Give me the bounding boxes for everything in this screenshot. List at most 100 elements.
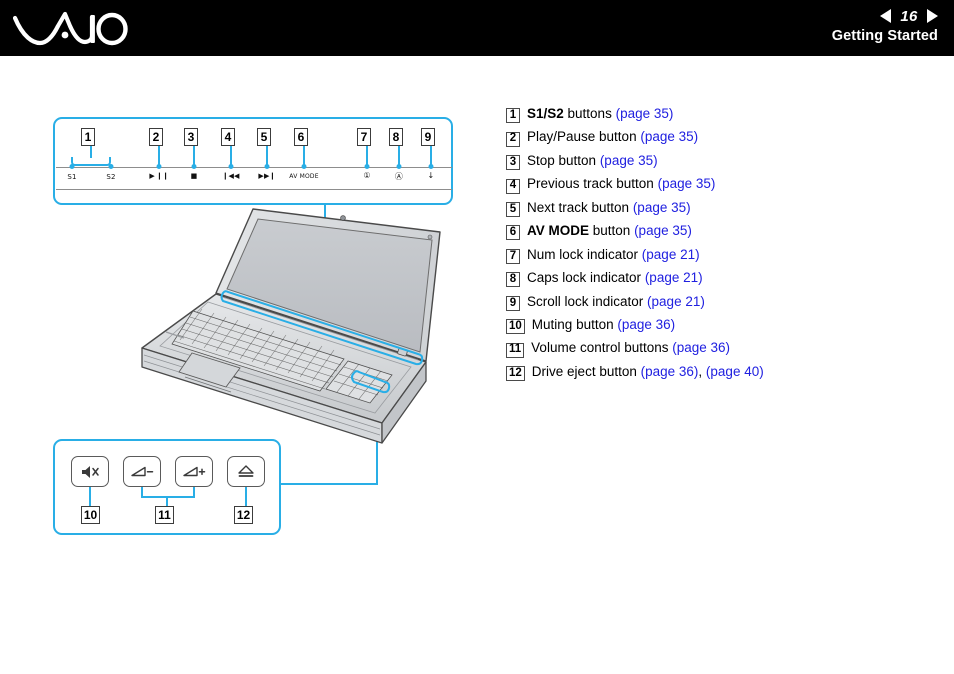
page-reference-link[interactable]: (page 35) xyxy=(632,199,691,215)
page-reference-link[interactable]: (page 35) xyxy=(640,129,699,145)
callout-badge-7: 7 xyxy=(357,128,371,146)
legend-item-label: Stop button (page 35) xyxy=(527,152,658,168)
legend-number-badge: 12 xyxy=(506,366,525,382)
callout-badge-9: 9 xyxy=(421,128,435,146)
legend-item-label: S1/S2 buttons (page 35) xyxy=(527,106,674,121)
device-diagram: S1 S2 ▶ ❙❙ ■ ❙◀◀ ▶▶❙ AV MODE ① Ⓐ xyxy=(0,56,500,674)
strip-point-play xyxy=(156,164,162,169)
strip-label-scroll-lock: ↓ xyxy=(427,171,435,180)
strip-point-stop xyxy=(191,164,197,169)
strip-point-next xyxy=(264,164,270,169)
prev-page-arrow-icon[interactable] xyxy=(880,9,891,23)
callout-badge-6: 6 xyxy=(294,128,308,146)
section-title: Getting Started xyxy=(831,28,938,44)
page-reference-link[interactable]: (page 21) xyxy=(644,270,703,286)
volume-up-key[interactable] xyxy=(175,456,213,487)
callout-12-lead xyxy=(245,487,247,509)
callout-badge-11: 11 xyxy=(155,506,174,524)
strip-point-caps-lock xyxy=(396,164,402,169)
callout-badge-3: 3 xyxy=(184,128,198,146)
callout-badge-5: 5 xyxy=(257,128,271,146)
strip-label-play-pause: ▶ ❙❙ xyxy=(149,172,169,180)
page-reference-link[interactable]: (page 21) xyxy=(647,293,705,309)
legend-item-label: Muting button (page 36) xyxy=(531,316,676,332)
strip-label-next-track: ▶▶❙ xyxy=(258,172,276,180)
callout-3-lead xyxy=(193,141,195,167)
page-reference-link[interactable]: (page 36) xyxy=(640,363,699,379)
callout-9-lead xyxy=(430,141,432,167)
legend-number-badge: 8 xyxy=(506,272,520,288)
eject-icon xyxy=(238,465,254,477)
strip-point-scroll-lock xyxy=(428,164,434,169)
legend-item-emphasis: S1/S2 xyxy=(527,106,564,121)
page-reference-link[interactable]: (page 40) xyxy=(705,363,764,379)
legend-item-label: Next track button (page 35) xyxy=(527,199,691,215)
callout-8-lead xyxy=(398,141,400,167)
volume-down-icon xyxy=(131,466,154,476)
legend-number-badge: 9 xyxy=(506,295,520,311)
legend-row: 3 Stop button (page 35) xyxy=(506,152,926,171)
strip-point-num-lock xyxy=(364,164,370,169)
strip-point-s2 xyxy=(108,164,114,169)
volume-down-key[interactable] xyxy=(123,456,161,487)
callout-10-lead xyxy=(89,487,91,509)
callout-2-lead xyxy=(158,141,160,167)
page-reference-link[interactable]: (page 36) xyxy=(672,340,731,356)
legend-number-badge: 4 xyxy=(506,178,520,194)
callout-1-bracket xyxy=(71,157,111,166)
strip-point-av-mode xyxy=(301,164,307,169)
strip-label-stop: ■ xyxy=(190,172,198,180)
strip-point-prev xyxy=(228,164,234,169)
eject-key[interactable] xyxy=(227,456,265,487)
callout-7-lead xyxy=(366,141,368,167)
legend-item-label: Num lock indicator (page 21) xyxy=(527,246,700,262)
legend-number-badge: 6 xyxy=(506,225,520,241)
page-reference-link[interactable]: (page 35) xyxy=(615,106,674,121)
callout-badge-2: 2 xyxy=(149,128,163,146)
legend-item-emphasis: AV MODE xyxy=(527,223,590,239)
page-reference-link[interactable]: (page 36) xyxy=(617,316,676,332)
legend-row: 10 Muting button (page 36) xyxy=(506,316,926,335)
page-number: 16 xyxy=(900,7,918,25)
callout-11-lead-right xyxy=(193,487,195,497)
page-reference-link[interactable]: (page 35) xyxy=(657,176,716,192)
callout-11-lead-left xyxy=(141,487,143,497)
page-reference-link[interactable]: (page 21) xyxy=(641,246,700,262)
callout-11-bracket xyxy=(141,496,195,498)
strip-divider-top xyxy=(56,167,452,168)
callout-4-lead xyxy=(230,141,232,167)
strip-label-caps-lock: Ⓐ xyxy=(394,172,404,181)
callout-11-lead-stem xyxy=(166,497,168,509)
page-reference-link[interactable]: (page 35) xyxy=(634,223,692,239)
strip-label-num-lock: ① xyxy=(363,171,371,180)
legend-number-badge: 10 xyxy=(506,319,525,335)
callout-badge-10: 10 xyxy=(81,506,100,524)
legend-item-label: Drive eject button (page 36), (page 40) xyxy=(531,363,764,379)
page-reference-link[interactable]: (page 35) xyxy=(599,152,658,168)
callout-5-lead xyxy=(266,141,268,167)
legend-row: 9 Scroll lock indicator (page 21) xyxy=(506,294,926,311)
strip-point-s1 xyxy=(69,164,75,169)
mute-icon xyxy=(82,465,99,478)
legend-number-badge: 5 xyxy=(506,202,520,217)
legend-item-label: Scroll lock indicator (page 21) xyxy=(527,293,705,309)
vaio-logo xyxy=(12,9,131,47)
media-keys-detail-box xyxy=(53,439,281,535)
muting-key[interactable] xyxy=(71,456,109,487)
pager-nav[interactable]: 16 xyxy=(880,6,938,26)
vaio-laptop-illustration xyxy=(130,201,460,501)
next-page-arrow-icon[interactable] xyxy=(927,9,938,23)
legend-number-badge: 11 xyxy=(506,342,525,358)
page-header: 16 Getting Started xyxy=(0,0,954,56)
legend-number-badge: 3 xyxy=(506,155,520,171)
legend-row: 5 Next track button (page 35) xyxy=(506,200,926,217)
